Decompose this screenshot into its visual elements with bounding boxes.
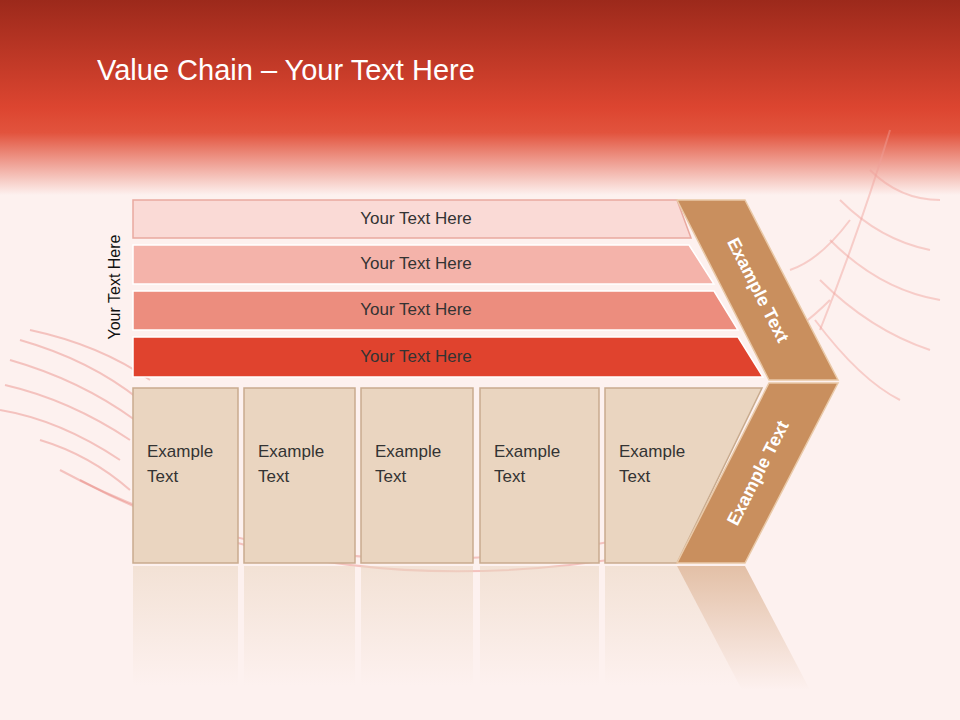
band-text: Your Text Here	[133, 207, 699, 232]
slide-title: Value Chain – Your Text Here	[97, 54, 475, 87]
reflection	[133, 566, 810, 690]
band-text: Your Text Here	[133, 252, 699, 277]
value-band: Your Text Here	[133, 200, 693, 238]
node-outline	[677, 200, 838, 380]
band-text: Your Text Here	[133, 298, 699, 323]
activity-box: Example Text	[361, 388, 473, 563]
node-outline	[133, 291, 738, 330]
activity-text: Example Text	[619, 440, 709, 489]
activity-text: Example Text	[258, 440, 348, 489]
node-outline	[133, 245, 714, 284]
value-band: Your Text Here	[133, 291, 740, 330]
node-outline	[361, 388, 473, 563]
node-outline	[480, 388, 599, 563]
band-text: Your Text Here	[133, 345, 699, 370]
activity-box: Example Text	[244, 388, 355, 563]
margin-chevron: Example Text	[677, 200, 839, 381]
activity-text: Example Text	[494, 440, 584, 489]
node-outline	[133, 337, 763, 377]
side-label: Your Text Here	[106, 235, 124, 340]
node-outline	[677, 383, 838, 563]
value-band: Your Text Here	[133, 337, 765, 377]
header-bar	[0, 0, 960, 195]
value-band: Your Text Here	[133, 245, 716, 284]
activity-box: Example Text	[133, 388, 238, 563]
activity-text: Example Text	[147, 440, 232, 489]
margin-chevron: Example Text	[677, 383, 839, 564]
node-outline	[133, 388, 238, 563]
node-outline	[244, 388, 355, 563]
activity-box: Example Text	[480, 388, 599, 563]
activity-text: Example Text	[375, 440, 465, 489]
